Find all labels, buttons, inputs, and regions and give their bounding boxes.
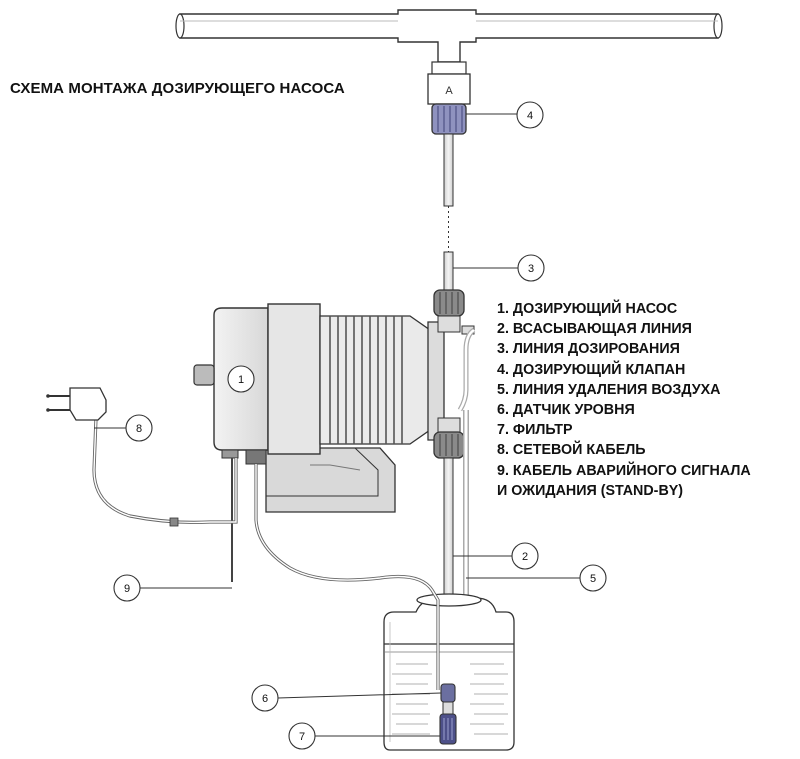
callout-2: 2 bbox=[453, 542, 539, 570]
component-legend: 1. ДОЗИРУЮЩИЙ НАСОС 2. ВСАСЫВАЮЩАЯ ЛИНИЯ… bbox=[497, 299, 751, 501]
legend-item: 6. ДАТЧИК УРОВНЯ bbox=[497, 402, 635, 419]
legend-item: 7. ФИЛЬТР bbox=[497, 422, 573, 439]
level-sensor bbox=[440, 683, 456, 715]
diagram-title: СХЕМА МОНТАЖА ДОЗИРУЮЩЕГО НАСОСА bbox=[10, 80, 345, 97]
delivery-line bbox=[443, 133, 454, 291]
suction-nut bbox=[433, 417, 465, 459]
callout-3-number: 3 bbox=[528, 263, 534, 275]
callout-4: 4 bbox=[466, 101, 544, 129]
callout-6-number: 6 bbox=[262, 693, 268, 705]
callout-9: 9 bbox=[113, 574, 232, 602]
callout-1: 1 bbox=[227, 365, 255, 393]
callout-1-number: 1 bbox=[238, 374, 244, 386]
callout-3: 3 bbox=[453, 254, 545, 282]
foot-filter bbox=[439, 713, 457, 745]
callout-2-number: 2 bbox=[522, 551, 528, 563]
power-cable bbox=[92, 417, 238, 527]
legend-item: 2. ВСАСЫВАЮЩАЯ ЛИНИЯ bbox=[497, 321, 692, 338]
legend-item: 3. ЛИНИЯ ДОЗИРОВАНИЯ bbox=[497, 341, 680, 358]
callout-8-number: 8 bbox=[136, 423, 142, 435]
discharge-nut bbox=[433, 289, 475, 335]
callout-5: 5 bbox=[466, 564, 607, 592]
callout-5-number: 5 bbox=[590, 573, 596, 585]
callout-4-number: 4 bbox=[527, 110, 533, 122]
callout-9-number: 9 bbox=[124, 583, 130, 595]
legend-item: 9. КАБЕЛЬ АВАРИЙНОГО СИГНАЛА bbox=[497, 462, 751, 479]
callout-7-number: 7 bbox=[299, 731, 305, 743]
legend-item: И ОЖИДАНИЯ (STAND-BY) bbox=[497, 482, 684, 499]
callout-7: 7 bbox=[288, 722, 440, 750]
chemical-tank bbox=[383, 593, 515, 751]
injection-valve: A bbox=[427, 61, 471, 135]
legend-item: 5. ЛИНИЯ УДАЛЕНИЯ ВОЗДУХА bbox=[497, 381, 721, 398]
main-pipe bbox=[175, 9, 723, 63]
callout-8: 8 bbox=[94, 414, 153, 442]
legend-item: 1. ДОЗИРУЮЩИЙ НАСОС bbox=[497, 301, 678, 317]
air-bleed-line bbox=[457, 327, 476, 640]
level-cable bbox=[254, 464, 440, 690]
callout-6: 6 bbox=[251, 684, 442, 712]
power-plug bbox=[46, 387, 107, 421]
legend-item: 8. СЕТЕВОЙ КАБЕЛЬ bbox=[497, 442, 646, 459]
legend-item: 4. ДОЗИРУЮЩИЙ КЛАПАН bbox=[497, 361, 686, 378]
valve-marking: A bbox=[445, 85, 453, 97]
